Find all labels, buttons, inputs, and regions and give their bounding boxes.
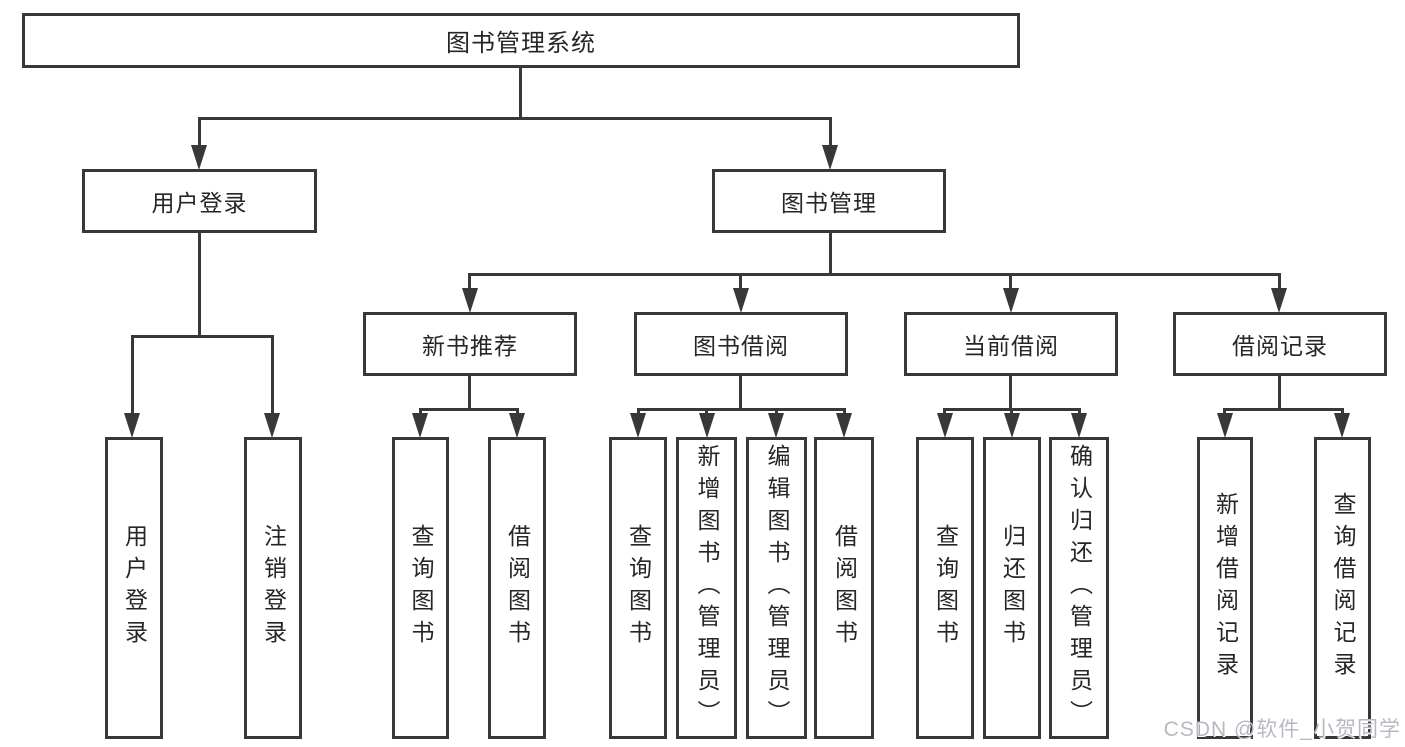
leaf-confirm-return-admin: 确认归还（管理员） <box>1049 437 1109 739</box>
arrowhead-down-icon <box>1217 413 1233 438</box>
arrowhead-down-icon <box>699 413 715 438</box>
connector-line <box>705 408 708 417</box>
arrowhead-down-icon <box>836 413 852 438</box>
connector-line <box>1009 273 1012 291</box>
arrowhead-down-icon <box>1071 413 1087 438</box>
leaf-borrow-books-borrowing: 借阅图书 <box>814 437 874 739</box>
connector-line <box>739 273 742 291</box>
arrowhead-down-icon <box>1334 413 1350 438</box>
leaf-logout: 注销登录 <box>244 437 302 739</box>
connector-line <box>131 335 134 417</box>
connector-line <box>775 408 778 417</box>
leaf-search-books-borrowing: 查询图书 <box>609 437 667 739</box>
connector-line <box>1078 408 1081 417</box>
connector-line <box>739 376 742 408</box>
node-current-borrowing: 当前借阅 <box>904 312 1118 376</box>
node-book-borrowing: 图书借阅 <box>634 312 848 376</box>
arrowhead-down-icon <box>509 413 525 438</box>
connector-line <box>843 408 846 417</box>
arrowhead-down-icon <box>630 413 646 438</box>
node-library-management-system: 图书管理系统 <box>22 13 1020 68</box>
connector-line <box>419 408 519 411</box>
node-book-management: 图书管理 <box>712 169 946 233</box>
connector-line <box>516 408 519 417</box>
connector-line <box>131 335 274 338</box>
leaf-borrow-books-recommend: 借阅图书 <box>488 437 546 739</box>
arrowhead-down-icon <box>768 413 784 438</box>
leaf-search-books-recommend: 查询图书 <box>392 437 449 739</box>
leaf-search-books-current: 查询图书 <box>916 437 974 739</box>
connector-line <box>468 376 471 408</box>
connector-line <box>198 117 201 149</box>
arrowhead-down-icon <box>937 413 953 438</box>
connector-line <box>1278 273 1281 291</box>
arrowhead-down-icon <box>733 288 749 313</box>
connector-line <box>198 233 201 335</box>
arrowhead-down-icon <box>124 413 140 438</box>
connector-line <box>1223 408 1344 411</box>
connector-line <box>1223 408 1226 417</box>
connector-line <box>198 117 832 120</box>
node-new-book-recommendation: 新书推荐 <box>363 312 577 376</box>
arrowhead-down-icon <box>822 145 838 170</box>
arrowhead-down-icon <box>191 145 207 170</box>
arrowhead-down-icon <box>1004 413 1020 438</box>
leaf-edit-book-admin: 编辑图书（管理员） <box>746 437 807 739</box>
csdn-watermark: CSDN @软件_小贺同学 <box>1163 718 1401 741</box>
connector-line <box>1010 408 1013 417</box>
connector-line <box>419 408 422 417</box>
leaf-search-borrow-record: 查询借阅记录 <box>1314 437 1371 739</box>
leaf-add-borrow-record: 新增借阅记录 <box>1197 437 1253 739</box>
arrowhead-down-icon <box>462 288 478 313</box>
arrowhead-down-icon <box>1271 288 1287 313</box>
leaf-user-login: 用户登录 <box>105 437 163 739</box>
connector-line <box>943 408 946 417</box>
connector-line <box>1009 376 1012 408</box>
connector-line <box>637 408 846 411</box>
connector-line <box>829 233 832 273</box>
arrowhead-down-icon <box>264 413 280 438</box>
connector-line <box>1278 376 1281 408</box>
connector-line <box>468 273 471 291</box>
connector-line <box>468 273 1281 276</box>
connector-line <box>829 117 832 149</box>
connector-line <box>519 68 522 120</box>
leaf-return-books: 归还图书 <box>983 437 1041 739</box>
node-borrowing-records: 借阅记录 <box>1173 312 1387 376</box>
arrowhead-down-icon <box>1003 288 1019 313</box>
arrowhead-down-icon <box>412 413 428 438</box>
connector-line <box>1341 408 1344 417</box>
connector-line <box>271 335 274 417</box>
node-user-login: 用户登录 <box>82 169 317 233</box>
connector-line <box>637 408 640 417</box>
leaf-add-book-admin: 新增图书（管理员） <box>676 437 737 739</box>
